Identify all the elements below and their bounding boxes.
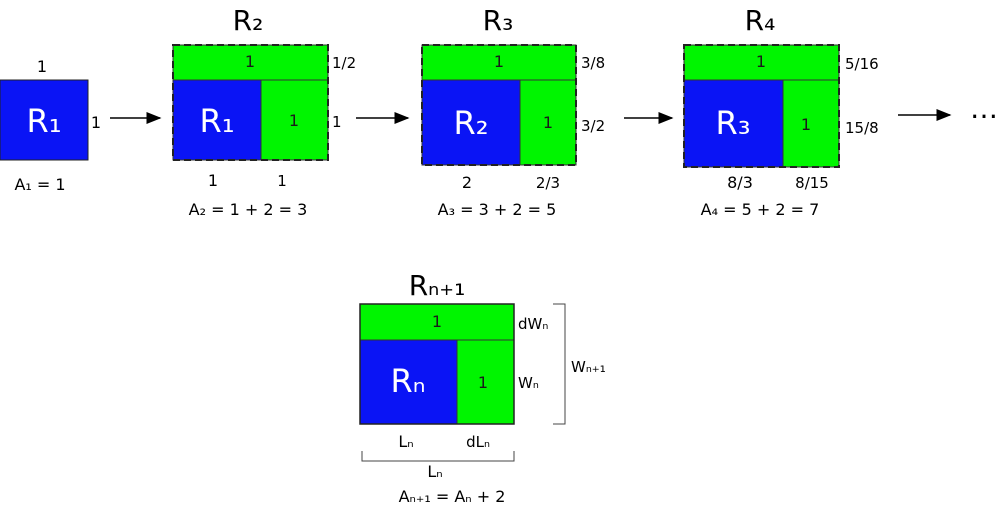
general-strip-side-label: 1 bbox=[478, 373, 488, 392]
stage-3-right-mid: 3/2 bbox=[581, 117, 605, 135]
general-bottom-left: Lₙ bbox=[398, 432, 413, 451]
stage-2-strip-side-label: 1 bbox=[289, 111, 299, 130]
stage-2-bottom-left: 1 bbox=[208, 171, 218, 190]
stage-4-area: A₄ = 5 + 2 = 7 bbox=[701, 200, 820, 219]
general-right-mid: Wₙ bbox=[518, 374, 539, 392]
general-outline bbox=[359, 303, 515, 425]
stage-3: R₃ 1 R₂ 1 3/8 3/2 2 2/3 A₃ = 3 + 2 = 5 bbox=[421, 4, 605, 219]
stage-3-side-strip bbox=[519, 79, 577, 166]
stage-4-strip-top-label: 1 bbox=[756, 52, 766, 71]
stage-4-strip-side-label: 1 bbox=[801, 115, 811, 134]
stage-2-outline bbox=[172, 44, 329, 161]
stage-3-right-top: 3/8 bbox=[581, 54, 605, 72]
general-right-top: dWₙ bbox=[518, 315, 548, 333]
stage-4-outline bbox=[683, 44, 840, 168]
stage-2-right-top: 1/2 bbox=[332, 54, 356, 72]
r1-square bbox=[0, 79, 89, 161]
stage-3-bottom-left: 2 bbox=[462, 173, 472, 192]
stage-1: 1 R₁ 1 A₁ = 1 bbox=[0, 57, 101, 194]
stage-4-bottom-right: 8/15 bbox=[795, 174, 829, 192]
general-right-brace bbox=[553, 303, 566, 425]
stage-2-top-strip bbox=[172, 44, 329, 81]
general-strip-top-label: 1 bbox=[432, 312, 442, 331]
general-stage: Rₙ₊₁ 1 Rₙ 1 dWₙ Wₙ Wₙ₊₁ Lₙ dLₙ Lₙ Aₙ₊₁ =… bbox=[359, 269, 606, 506]
general-inner-label: Rₙ bbox=[391, 362, 426, 400]
general-bottom-right: dLₙ bbox=[466, 433, 490, 451]
stage-4-right-top: 5/16 bbox=[845, 55, 879, 73]
general-title: Rₙ₊₁ bbox=[409, 269, 466, 302]
stage-3-inner-label: R₂ bbox=[453, 104, 488, 142]
general-area: Aₙ₊₁ = Aₙ + 2 bbox=[399, 487, 506, 506]
stage-3-area: A₃ = 3 + 2 = 5 bbox=[438, 200, 557, 219]
stage-4-bottom-left: 8/3 bbox=[727, 173, 753, 192]
stage-2-area: A₂ = 1 + 2 = 3 bbox=[189, 200, 308, 219]
stage-1-side-dim: 1 bbox=[91, 113, 101, 132]
stage-2-title: R₂ bbox=[233, 4, 264, 37]
stage-1-inner-label: R₁ bbox=[26, 102, 61, 140]
stage-4-side-strip bbox=[782, 79, 840, 168]
continuation-ellipsis: … bbox=[970, 92, 998, 125]
stage-3-strip-top-label: 1 bbox=[494, 52, 504, 71]
general-brace-label: Wₙ₊₁ bbox=[571, 358, 606, 376]
stage-1-area: A₁ = 1 bbox=[14, 175, 65, 194]
general-inner-rect bbox=[359, 339, 458, 425]
stage-3-strip-side-label: 1 bbox=[543, 113, 553, 132]
stage-2-strip-top-label: 1 bbox=[245, 52, 255, 71]
general-top-strip bbox=[359, 303, 515, 341]
stage-1-top-dim: 1 bbox=[37, 57, 47, 76]
stage-4: R₄ 1 R₃ 1 5/16 15/8 8/3 8/15 A₄ = 5 + 2 … bbox=[683, 4, 879, 219]
stage-2: R₂ 1 R₁ 1 1/2 1 1 1 A₂ = 1 + 2 = 3 bbox=[172, 4, 356, 219]
stage-3-outline bbox=[421, 44, 577, 166]
stage-2-bottom-right: 1 bbox=[277, 172, 287, 190]
stage-2-inner-label: R₁ bbox=[199, 102, 234, 140]
stage-4-inner-rect bbox=[683, 79, 784, 168]
stage-3-bottom-right: 2/3 bbox=[536, 174, 560, 192]
general-side-strip bbox=[456, 339, 515, 425]
general-bottom-brace bbox=[361, 451, 515, 462]
stage-3-inner-rect bbox=[421, 79, 521, 166]
general-brace-bottom-label: Lₙ bbox=[427, 462, 442, 481]
stage-4-right-mid: 15/8 bbox=[845, 119, 879, 137]
stage-2-side-strip bbox=[260, 79, 329, 161]
stage-4-inner-label: R₃ bbox=[715, 104, 750, 142]
stage-3-title: R₃ bbox=[483, 4, 514, 37]
stage-2-right-mid: 1 bbox=[332, 113, 342, 131]
stage-4-title: R₄ bbox=[745, 4, 776, 37]
